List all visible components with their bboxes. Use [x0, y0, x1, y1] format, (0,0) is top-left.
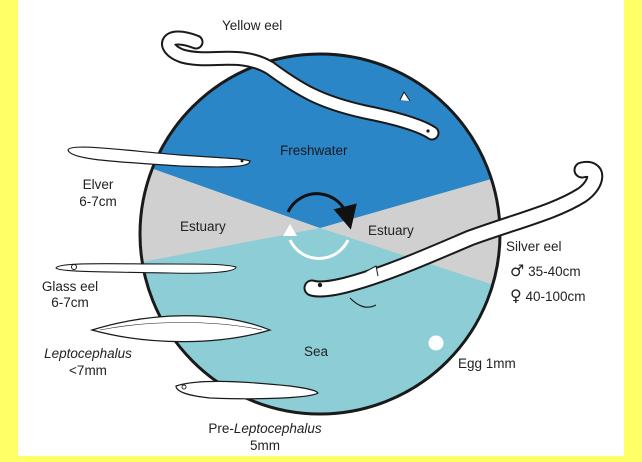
sea-label: Sea — [304, 343, 328, 360]
pre-leptocephalus-name: Leptocephalus — [234, 421, 322, 436]
silver-eel-label: Silver eel — [506, 238, 562, 255]
estuary-left-label: Estuary — [180, 218, 226, 235]
male-size-row: ♂ 35-40cm — [510, 262, 581, 280]
freshwater-label: Freshwater — [280, 142, 348, 159]
elver-label: Elver — [68, 176, 128, 193]
pre-leptocephalus-label: Pre-Leptocephalus — [180, 420, 350, 437]
female-size-label: 40-100cm — [525, 289, 585, 304]
leptocephalus-size-label: <7mm — [38, 362, 138, 379]
glass-eel-illustration — [56, 264, 236, 274]
female-size-row: ♀ 40-100cm — [510, 287, 586, 305]
male-symbol-icon: ♂ — [510, 261, 524, 280]
leptocephalus-label: Leptocephalus — [38, 345, 138, 362]
elver-size-label: 6-7cm — [68, 193, 128, 210]
glass-eel-size-label: 6-7cm — [32, 294, 108, 311]
female-symbol-icon: ♀ — [510, 286, 522, 305]
estuary-right-label: Estuary — [368, 222, 414, 239]
glass-eel-label: Glass eel — [32, 278, 108, 295]
male-size-label: 35-40cm — [528, 264, 581, 279]
egg-illustration — [429, 336, 443, 350]
yellow-eel-label: Yellow eel — [222, 17, 282, 34]
pre-leptocephalus-size-label: 5mm — [180, 437, 350, 454]
egg-label: Egg 1mm — [458, 355, 516, 372]
pre-prefix: Pre- — [208, 421, 234, 436]
